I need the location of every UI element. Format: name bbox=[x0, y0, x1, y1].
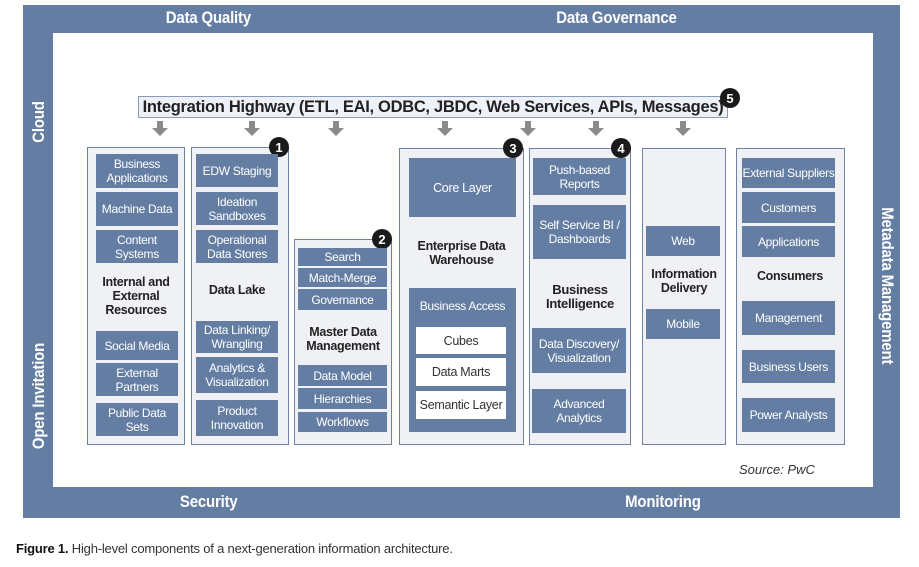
block-workflows: Workflows bbox=[298, 412, 387, 432]
block-operational-data-stores: Operational Data Stores bbox=[196, 230, 278, 263]
frame-label-metadata-management: Metadata Management bbox=[878, 207, 897, 365]
block-external-partners: External Partners bbox=[96, 363, 178, 396]
block-governance: Governance bbox=[298, 289, 387, 310]
integration-highway: Integration Highway (ETL, EAI, ODBC, JBD… bbox=[138, 96, 728, 118]
block-power-analysts: Power Analysts bbox=[742, 398, 835, 432]
block-analytics-visualization: Analytics & Visualization bbox=[196, 357, 278, 393]
down-arrow-icon bbox=[675, 121, 691, 137]
block-self-service-bi: Self Service BI / Dashboards bbox=[533, 205, 626, 259]
integration-highway-label: Integration Highway (ETL, EAI, ODBC, JBD… bbox=[142, 97, 724, 116]
block-search: Search bbox=[298, 248, 387, 266]
down-arrow-icon bbox=[244, 121, 260, 137]
heading-enterprise-data-warehouse: Enterprise Data Warehouse bbox=[417, 239, 506, 267]
block-match-merge: Match-Merge bbox=[298, 268, 387, 287]
down-arrow-icon bbox=[520, 121, 536, 137]
block-data-linking-wrangling: Data Linking/ Wrangling bbox=[196, 321, 278, 353]
source-note: Source: PwC bbox=[739, 462, 815, 477]
frame-label-data-governance: Data Governance bbox=[556, 8, 677, 27]
figure-caption-label: Figure 1. bbox=[16, 541, 69, 556]
block-social-media: Social Media bbox=[96, 331, 178, 360]
down-arrow-icon bbox=[588, 121, 604, 137]
frame-label-security: Security bbox=[179, 492, 238, 511]
block-business-applications: Business Applications bbox=[96, 154, 178, 188]
heading-consumers: Consumers bbox=[756, 269, 824, 283]
heading-business-intelligence: Business Intelligence bbox=[546, 282, 614, 311]
block-business-access: Business Access bbox=[409, 292, 516, 320]
block-core-layer: Core Layer bbox=[409, 158, 516, 217]
block-content-systems: Content Systems bbox=[96, 230, 178, 263]
block-mobile: Mobile bbox=[646, 309, 720, 339]
block-business-users: Business Users bbox=[742, 350, 835, 383]
figure-caption: Figure 1. High-level components of a nex… bbox=[16, 541, 453, 556]
block-ideation-sandboxes: Ideation Sandboxes bbox=[196, 192, 278, 225]
block-advanced-analytics: Advanced Analytics bbox=[532, 389, 626, 433]
down-arrow-icon bbox=[152, 121, 168, 137]
block-web: Web bbox=[646, 226, 720, 256]
block-applications: Applications bbox=[742, 226, 835, 257]
block-data-discovery-visualization: Data Discovery/ Visualization bbox=[532, 328, 626, 373]
block-customers: Customers bbox=[742, 192, 835, 223]
heading-internal-external-resources: Internal and External Resources bbox=[102, 275, 170, 317]
frame-label-cloud: Cloud bbox=[29, 101, 48, 143]
down-arrow-icon bbox=[328, 121, 344, 137]
block-data-marts: Data Marts bbox=[416, 358, 506, 386]
block-external-suppliers: External Suppliers bbox=[742, 158, 835, 188]
frame-label-data-quality: Data Quality bbox=[165, 8, 251, 27]
heading-information-delivery: Information Delivery bbox=[651, 267, 717, 295]
block-management: Management bbox=[742, 301, 835, 335]
frame-label-monitoring: Monitoring bbox=[625, 492, 701, 511]
block-edw-staging: EDW Staging bbox=[196, 154, 278, 187]
badge-3: 3 bbox=[503, 138, 523, 158]
block-public-data-sets: Public Data Sets bbox=[96, 403, 178, 436]
heading-master-data-management: Master Data Management bbox=[306, 325, 380, 353]
frame-label-open-invitation: Open Invitation bbox=[29, 342, 48, 450]
badge-5: 5 bbox=[720, 88, 740, 108]
badge-1: 1 bbox=[269, 137, 289, 157]
badge-4: 4 bbox=[611, 138, 631, 158]
heading-data-lake: Data Lake bbox=[208, 283, 266, 297]
block-hierarchies: Hierarchies bbox=[298, 388, 387, 409]
block-data-model: Data Model bbox=[298, 365, 387, 386]
block-cubes: Cubes bbox=[416, 327, 506, 354]
block-push-based-reports: Push-based Reports bbox=[533, 158, 626, 195]
block-machine-data: Machine Data bbox=[96, 192, 178, 226]
down-arrow-icon bbox=[437, 121, 453, 137]
badge-2: 2 bbox=[372, 229, 392, 249]
column-information-delivery bbox=[642, 148, 726, 445]
block-semantic-layer: Semantic Layer bbox=[416, 391, 506, 419]
block-product-innovation: Product Innovation bbox=[196, 400, 278, 436]
figure-caption-text: High-level components of a next-generati… bbox=[68, 541, 453, 556]
